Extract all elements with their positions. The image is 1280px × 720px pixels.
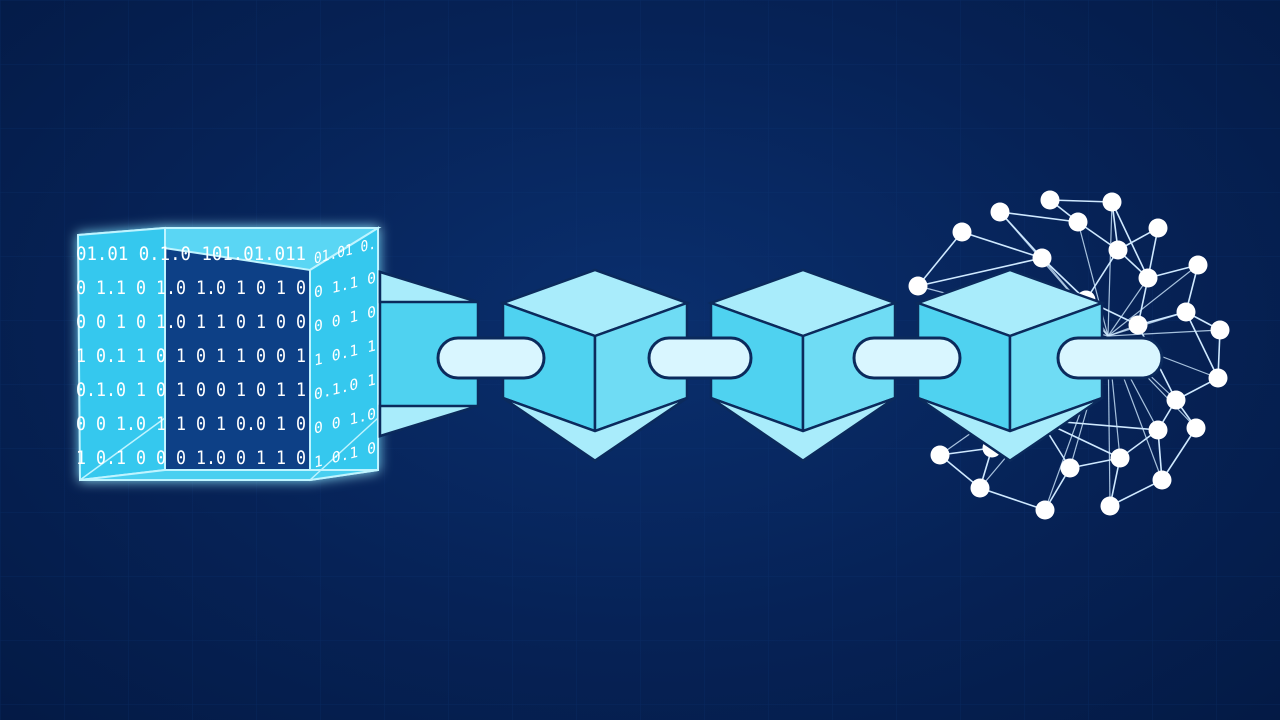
- network-edge: [1161, 427, 1197, 481]
- network-node: [930, 445, 950, 465]
- network-node: [1128, 315, 1148, 335]
- network-node: [1148, 420, 1168, 440]
- data-cube-edge: [309, 417, 379, 481]
- network-node: [1035, 500, 1055, 520]
- data-cube: [76, 226, 382, 482]
- cube-top-face: [378, 270, 479, 304]
- network-edge: [1107, 329, 1221, 337]
- cube-bottom-face: [710, 396, 896, 463]
- network-node: [1068, 212, 1088, 232]
- network-edge: [1185, 311, 1219, 379]
- network-edge: [979, 487, 1046, 511]
- network-edge: [999, 211, 1079, 223]
- data-cube-bottom-face: [79, 469, 379, 481]
- binary-row: 0.1.0 1 0 1 0 0 1 0 1 1: [76, 379, 306, 401]
- network-edge: [1111, 201, 1149, 279]
- chain-block: [914, 268, 1106, 463]
- chain-block: [707, 268, 899, 463]
- network-node: [1138, 268, 1158, 288]
- network-node: [1060, 458, 1080, 478]
- cube-bottom-face: [378, 404, 479, 438]
- chain-link: [436, 336, 546, 380]
- network-edge: [1107, 201, 1113, 337]
- network-node: [1152, 470, 1172, 490]
- network-node: [1176, 302, 1196, 322]
- binary-row: 1 0.1 1 0 1 0 1 1 0 0 1: [76, 345, 306, 367]
- network-node: [1102, 192, 1122, 212]
- network-edge: [917, 257, 1043, 287]
- cube-bottom-face: [502, 396, 688, 463]
- network-edge: [961, 231, 1043, 259]
- network-node: [1186, 418, 1206, 438]
- network-node: [990, 202, 1010, 222]
- binary-row: 01.01 0.1.0 101.01.011: [76, 243, 306, 265]
- chain-link: [647, 336, 753, 380]
- network-node: [1208, 368, 1228, 388]
- binary-row: 0 1.1 0 1.0 1.0 1 0 1 0: [76, 277, 306, 299]
- chain-link: [852, 336, 962, 380]
- binary-row: 1 0.1 0 0 0 1.0 0 1 1 0: [76, 447, 306, 469]
- network-node: [1166, 390, 1186, 410]
- network-edge: [1085, 249, 1119, 301]
- network-node: [1188, 255, 1208, 275]
- network-edge: [1107, 264, 1199, 337]
- blockchain-chain: [378, 268, 1164, 463]
- network-edge: [1107, 277, 1149, 337]
- chain-link: [1056, 336, 1164, 380]
- network-node: [1110, 448, 1130, 468]
- network-node: [1108, 240, 1128, 260]
- network-node: [952, 222, 972, 242]
- binary-row: 0 0 1 0 1.0 1 1 0 1 0 0: [76, 311, 306, 333]
- network-node: [1032, 248, 1052, 268]
- data-cube-edge: [79, 417, 166, 481]
- network-edge: [917, 231, 963, 287]
- network-node: [970, 478, 990, 498]
- network-edge: [1049, 199, 1113, 203]
- network-node: [1100, 496, 1120, 516]
- network-node: [1148, 218, 1168, 238]
- network-node: [908, 276, 928, 296]
- cube-bottom-face: [917, 396, 1103, 463]
- network-node: [1210, 320, 1230, 340]
- binary-row: 0 0 1.0 1 1 0 1 0.0 1 0: [76, 413, 306, 435]
- network-edge: [1109, 479, 1163, 507]
- chain-block: [499, 268, 691, 463]
- chain-block-partial: [378, 270, 480, 438]
- network-node: [1040, 190, 1060, 210]
- network-edge: [1041, 257, 1087, 301]
